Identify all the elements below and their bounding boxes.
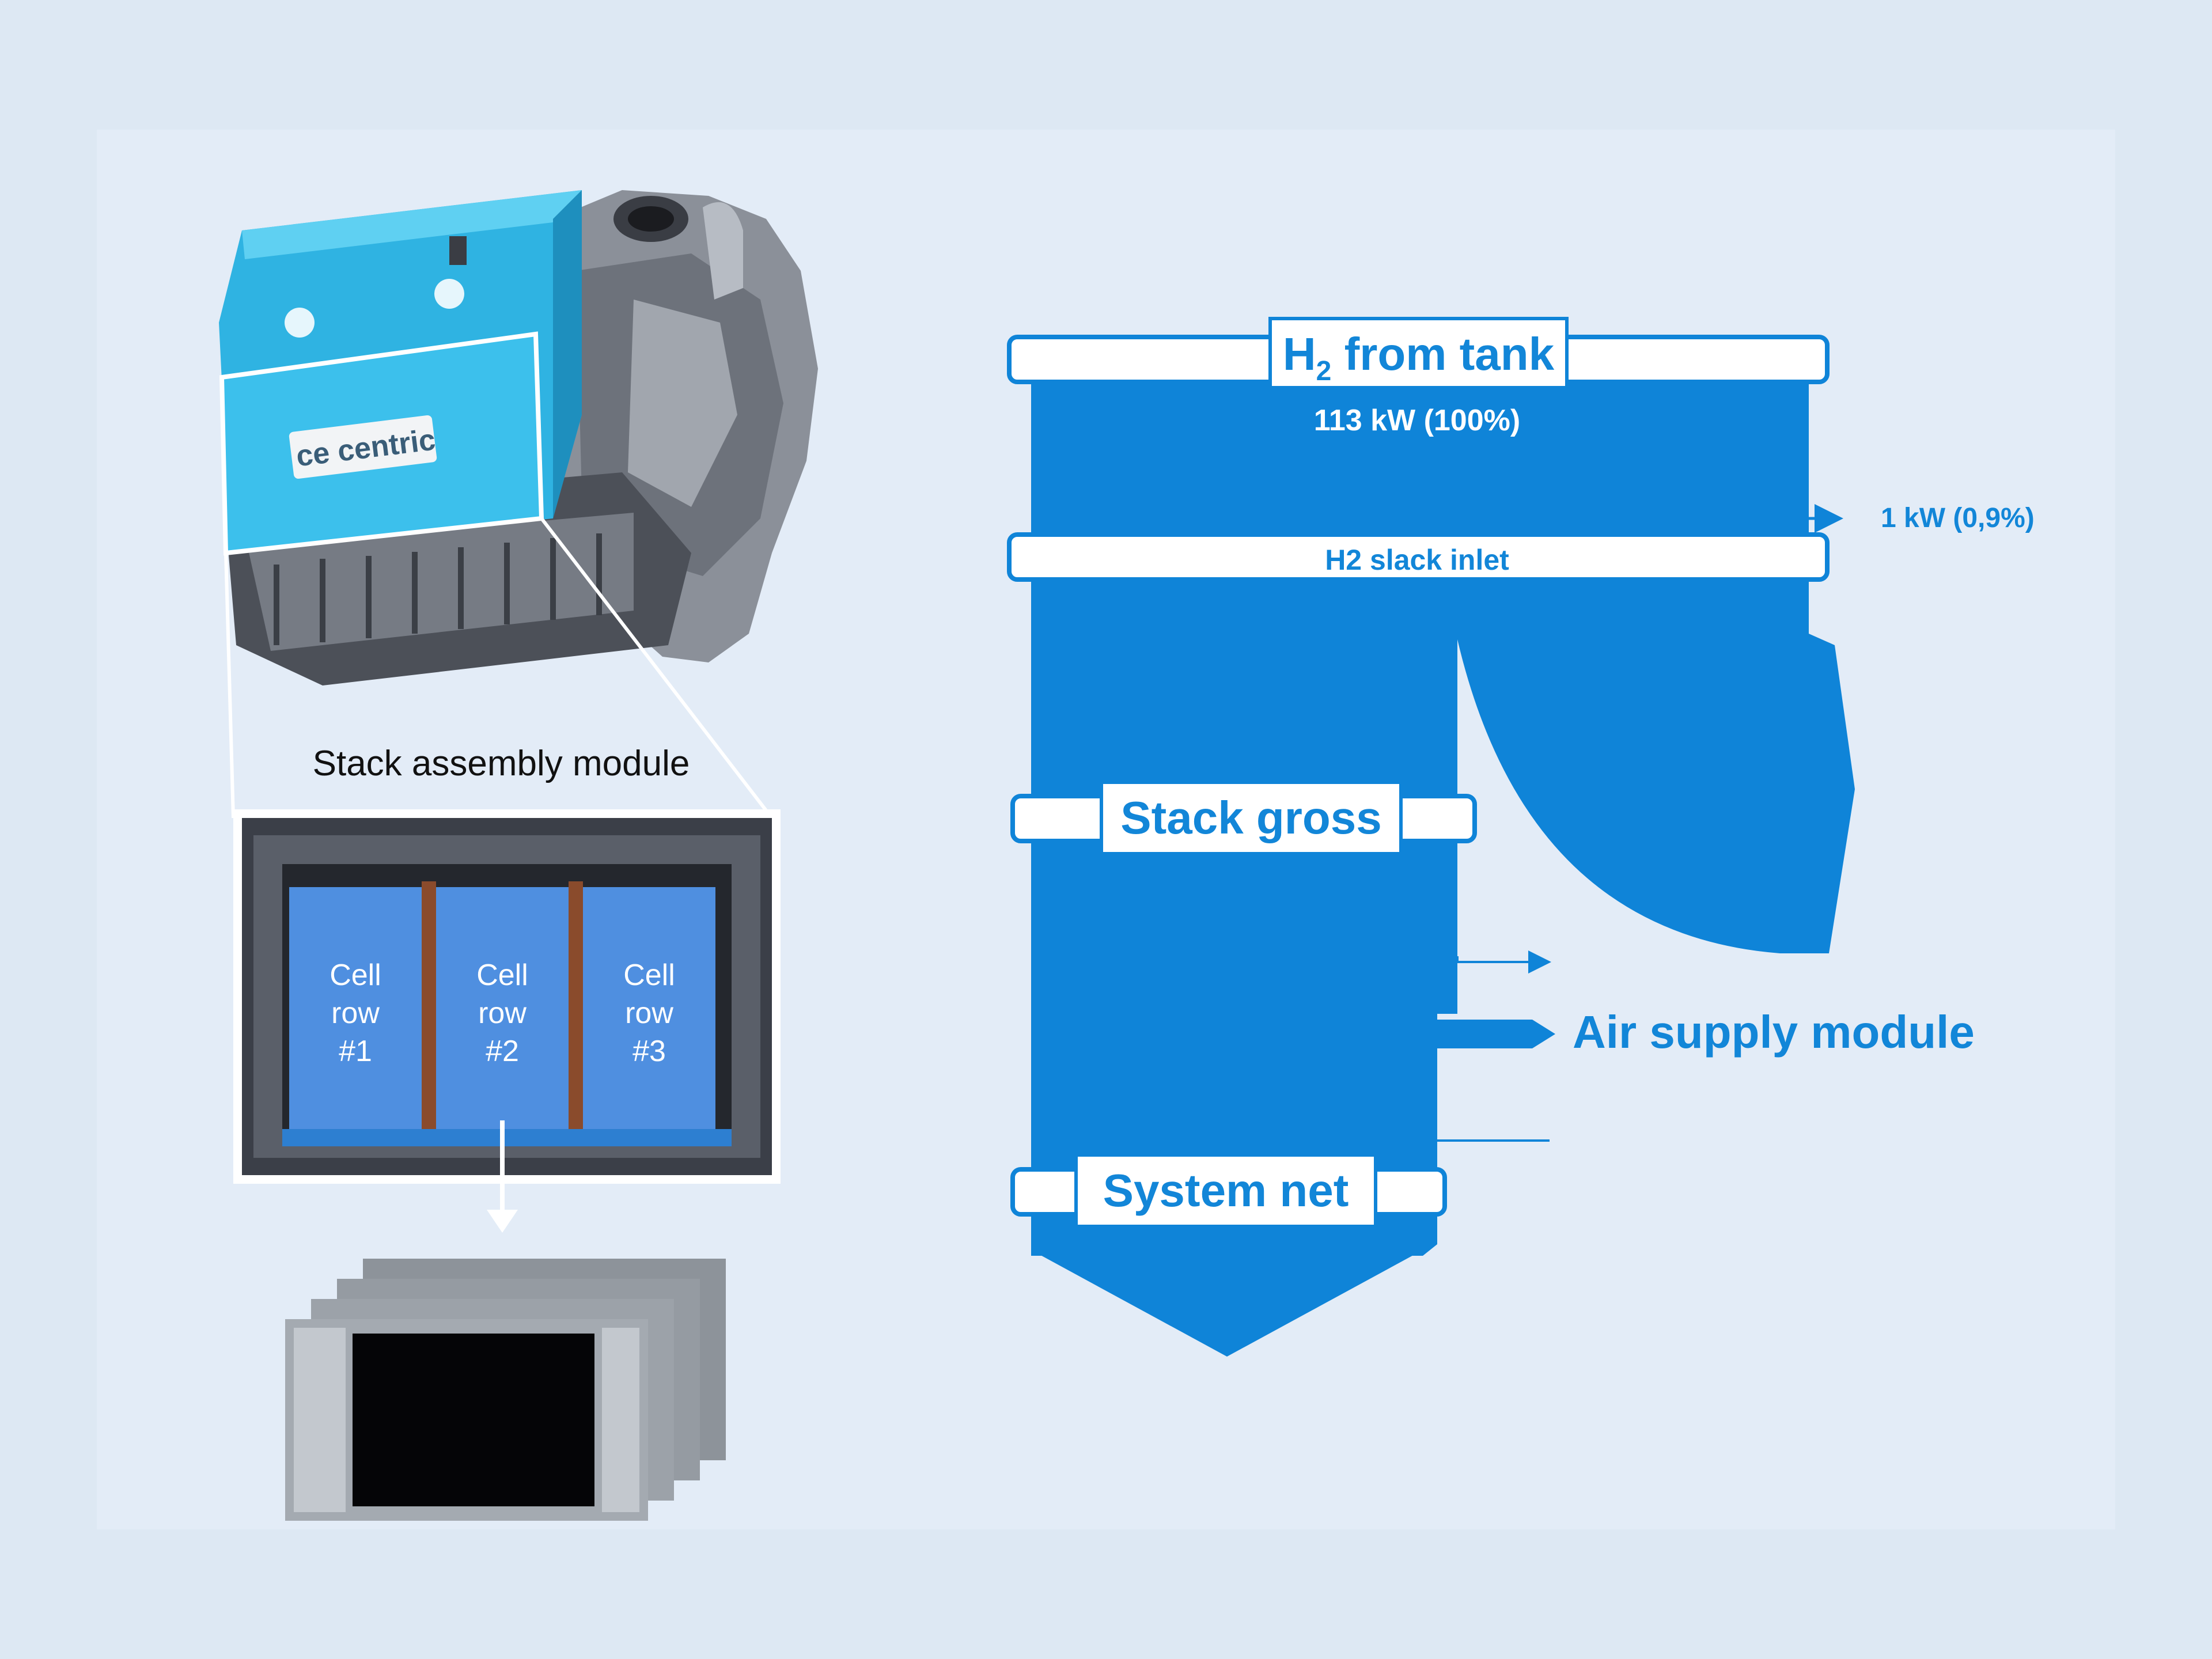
- cell-row-2-line2: row: [478, 997, 527, 1030]
- cell-row-1-line3: #1: [339, 1035, 372, 1068]
- cell-plates-illustration: [285, 1259, 726, 1521]
- h2-tank-title: H2 from tank: [1270, 331, 1567, 385]
- h2-tank-title-rest: from tank: [1331, 328, 1555, 380]
- cell-row-1-line2: row: [331, 997, 380, 1030]
- cell-row-3-label: Cell row #3: [592, 956, 707, 1070]
- h2-tank-title-main: H: [1282, 328, 1316, 380]
- loss-value-label: 1 kW (0,9%): [1881, 503, 2035, 533]
- cell-row-3-line2: row: [625, 997, 673, 1030]
- h2-tank-title-sub: 2: [1316, 356, 1332, 387]
- cell-row-3-line1: Cell: [623, 959, 675, 992]
- sankey-flow: [1007, 317, 1855, 1357]
- stack-assembly-image: [233, 809, 781, 1233]
- air-supply-label: Air supply module: [1573, 1006, 1975, 1058]
- stack-inlet-label: H2 slack inlet: [1325, 544, 1509, 576]
- cell-row-3-line3: #3: [632, 1035, 666, 1068]
- stack-gross-label: Stack gross: [1120, 792, 1382, 843]
- fuel-cell-engine-illustration: [219, 190, 818, 819]
- stack-assembly-caption: Stack assembly module: [312, 744, 690, 783]
- cell-row-1-line1: Cell: [329, 959, 381, 992]
- cell-row-2-label: Cell row #2: [445, 956, 560, 1070]
- system-net-label: System net: [1103, 1165, 1349, 1216]
- cell-row-1-label: Cell row #1: [298, 956, 413, 1070]
- cell-row-2-line1: Cell: [476, 959, 528, 992]
- cell-row-2-line3: #2: [486, 1035, 519, 1068]
- h2-tank-value: 113 kW (100%): [1313, 404, 1521, 437]
